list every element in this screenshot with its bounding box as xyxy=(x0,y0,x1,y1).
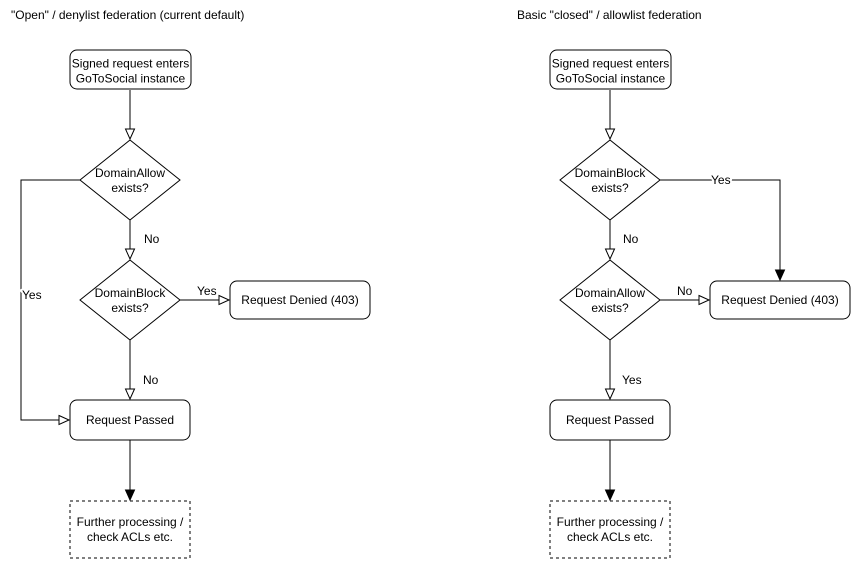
left-edge-label-decision2-yes: Yes xyxy=(197,284,217,298)
left-chart-title: "Open" / denylist federation (current de… xyxy=(11,8,244,22)
left-further-node xyxy=(69,500,191,559)
left-edge-label-decision1-no: No xyxy=(144,232,160,246)
left-decision2-node xyxy=(79,259,181,341)
left-denied-label: Request Denied (403) xyxy=(241,293,358,307)
right-start-node xyxy=(549,49,672,90)
right-further-node xyxy=(549,500,671,559)
left-decision1-label-line1: DomainAllow xyxy=(95,166,165,180)
right-edge-label-decision2-yes: Yes xyxy=(622,373,642,387)
left-passed-label: Request Passed xyxy=(86,413,174,427)
right-denied-label: Request Denied (403) xyxy=(721,293,838,307)
left-edge-label-decision2-no: No xyxy=(143,373,159,387)
right-flowchart: Basic "closed" / allowlist federation Si… xyxy=(517,8,851,559)
right-decision1-node xyxy=(559,139,661,221)
right-start-label-line1: Signed request enters xyxy=(552,57,669,71)
left-decision2-label-line1: DomainBlock xyxy=(95,286,167,300)
right-decision2-label-line1: DomainAllow xyxy=(575,286,645,300)
left-denied-node xyxy=(229,280,371,320)
right-decision2-node xyxy=(559,259,661,341)
right-denied-node xyxy=(709,280,851,320)
right-decision2-label-line2: exists? xyxy=(591,301,629,315)
right-edge-label-decision1-yes: Yes xyxy=(711,173,731,187)
left-start-label-line1: Signed request enters xyxy=(72,57,189,71)
left-decision1-node xyxy=(79,139,181,221)
right-passed-label: Request Passed xyxy=(566,413,654,427)
left-flowchart: "Open" / denylist federation (current de… xyxy=(11,8,371,559)
left-decision1-label-line2: exists? xyxy=(111,181,149,195)
right-edge-label-decision1-no: No xyxy=(623,232,639,246)
left-further-label-line1: Further processing / xyxy=(77,515,184,529)
left-start-node xyxy=(69,49,192,90)
right-edge-decision1-yes xyxy=(660,179,786,282)
right-decision1-label-line2: exists? xyxy=(591,181,629,195)
right-chart-title: Basic "closed" / allowlist federation xyxy=(517,8,702,22)
right-start-label-line2: GoToSocial instance xyxy=(556,72,666,86)
right-further-label-line2: check ACLs etc. xyxy=(567,530,653,544)
left-edge-decision1-yes xyxy=(20,179,80,426)
left-edge-label-decision1-yes: Yes xyxy=(22,288,42,302)
left-start-label-line2: GoToSocial instance xyxy=(76,72,186,86)
left-further-label-line2: check ACLs etc. xyxy=(87,530,173,544)
left-decision2-label-line2: exists? xyxy=(111,301,149,315)
right-decision1-label-line1: DomainBlock xyxy=(575,166,647,180)
right-further-label-line1: Further processing / xyxy=(557,515,664,529)
right-edge-label-decision2-no: No xyxy=(677,284,693,298)
